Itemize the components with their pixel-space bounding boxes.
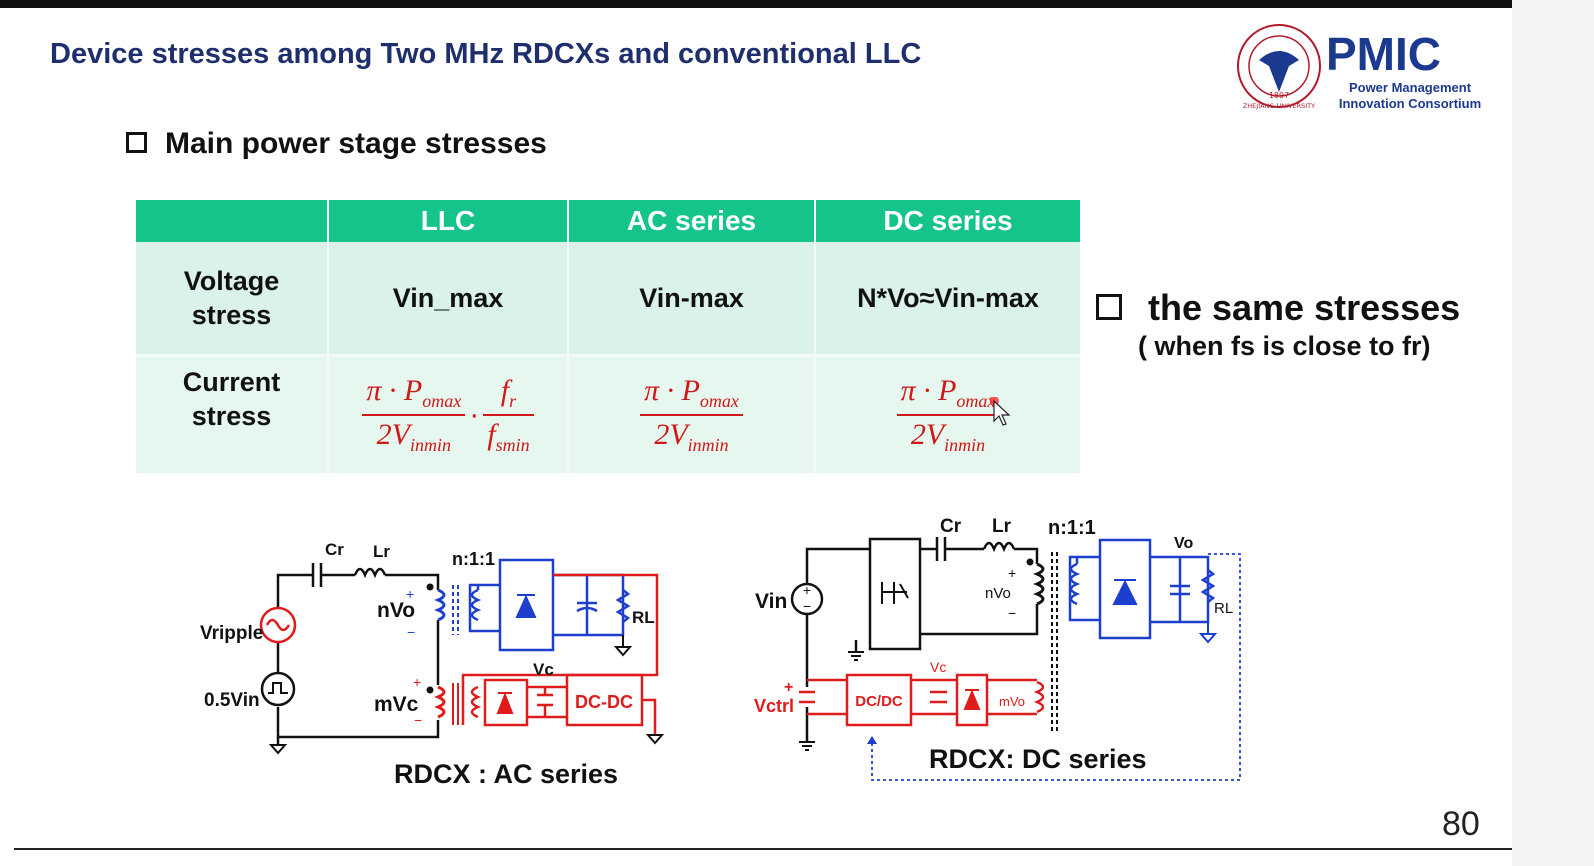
circuit-ac-series: Cr Lr n:1:1 Vripple 0.5Vin nVo + − mVc +… (200, 540, 665, 755)
label-mvo: mVo (999, 694, 1025, 709)
voltage-label-1: Voltage (183, 266, 280, 296)
voltage-label-2: stress (191, 300, 272, 330)
current-ac: π · Pomax 2Vinmin (568, 355, 816, 473)
formula-ac: π · Pomax 2Vinmin (640, 374, 743, 456)
zju-seal-icon: 1897 ZHEJIANG UNIVERSITY (1237, 24, 1321, 110)
label-cr: Cr (940, 516, 962, 537)
label-minus-2: − (414, 712, 422, 728)
slide-title: Device stresses among Two MHz RDCXs and … (50, 38, 922, 70)
svg-text:+: + (803, 582, 811, 598)
bullet-box-icon (1096, 294, 1122, 321)
voltage-ac: Vin-max (568, 242, 816, 357)
bullet-same-note: ( when fs is close to fr) (1138, 331, 1431, 361)
label-cr: Cr (325, 540, 344, 559)
label-plus-1: + (406, 586, 414, 602)
label-mvc: mVc (374, 693, 419, 716)
resistor-rl-icon (615, 589, 631, 623)
tagline-1: Power Management (1349, 80, 1472, 95)
bullet-same-stresses: the same stresses (1096, 287, 1460, 329)
label-vin: Vin (755, 590, 787, 613)
label-rl: RL (1214, 600, 1233, 617)
label-lr: Lr (373, 542, 390, 561)
label-vripple: Vripple (200, 623, 263, 644)
label-nvo: nVo (377, 599, 415, 622)
formula-llc-freq: fr fsmin (483, 374, 534, 456)
square-source-icon (260, 671, 296, 707)
voltage-llc: Vin_max (328, 242, 569, 357)
label-vctrl: Vctrl (754, 696, 794, 716)
table-header-llc: LLC (328, 200, 569, 242)
bullet-same-text: the same stresses (1148, 287, 1461, 328)
ripple-source-icon (259, 606, 297, 644)
vin-source-icon (790, 582, 824, 616)
circuit-dc-series: + − Cr Lr n:1:1 Vin Vo nVo + − RL Vc (754, 516, 1241, 781)
ground-icon (268, 744, 288, 755)
current-label-1: Current (182, 367, 281, 397)
formula-dc: π · Pomax 2Vinmin (896, 374, 1000, 456)
top-bar (0, 0, 1512, 8)
bullet-main-stresses: Main power stage stresses (126, 127, 547, 161)
seal-university: ZHEJIANG UNIVERSITY (1243, 102, 1315, 110)
label-dcdc: DC/DC (855, 693, 903, 710)
bottom-rule (14, 848, 1512, 850)
current-label-2: stress (191, 401, 272, 431)
label-dcdc: DC-DC (575, 692, 633, 712)
table-row-current: Current stress π · Pomax 2Vinmin · fr fs… (136, 355, 1080, 473)
right-margin (1512, 0, 1594, 866)
svg-text:−: − (803, 598, 811, 614)
mosfet-icon (881, 582, 909, 604)
stress-table: LLC AC series DC series Voltage stress V… (136, 200, 1080, 473)
label-rl: RL (632, 608, 655, 627)
seal-year: 1897 (1269, 91, 1289, 100)
pmic-logo: 1897 ZHEJIANG UNIVERSITY PMIC Power Mana… (1237, 24, 1481, 111)
mouse-pointer-icon (990, 397, 1011, 426)
current-llc: π · Pomax 2Vinmin · fr fsmin (328, 355, 569, 473)
bullet-box-icon (126, 131, 147, 153)
bullet-main-text: Main power stage stresses (165, 127, 547, 160)
label-plus-vctrl: + (784, 679, 793, 696)
table-row-voltage: Voltage stress Vin_max Vin-max N*Vo≈Vin-… (136, 242, 1080, 357)
label-nvo: nVo (985, 585, 1011, 602)
tagline-2: Innovation Consortium (1339, 96, 1481, 111)
voltage-label-cell: Voltage stress (136, 242, 329, 357)
resistor-rl-icon (1200, 569, 1216, 603)
table-header-ac-series: AC series (568, 200, 816, 242)
current-dc: π · Pomax 2Vinmin (815, 355, 1080, 473)
label-minus-1: − (407, 624, 415, 640)
label-vo: Vo (1174, 535, 1193, 552)
brand-text: PMIC (1326, 28, 1441, 80)
page-number: 80 (1442, 805, 1480, 843)
caption-dc-series: RDCX: DC series (929, 744, 1147, 774)
label-minus: − (1008, 605, 1016, 621)
voltage-dc: N*Vo≈Vin-max (815, 242, 1080, 357)
label-plus-2: + (413, 674, 421, 690)
label-vc: Vc (930, 659, 946, 675)
diode-icon (515, 594, 537, 618)
caption-ac-series: RDCX : AC series (394, 759, 619, 789)
label-lr: Lr (992, 516, 1012, 537)
label-half-vin: 0.5Vin (204, 690, 260, 711)
label-ratio: n:1:1 (1048, 517, 1096, 539)
label-plus: + (1008, 565, 1016, 581)
label-vc: Vc (533, 660, 554, 679)
table-header-dc-series: DC series (815, 200, 1080, 242)
table-header-empty (136, 200, 329, 242)
label-ratio: n:1:1 (452, 549, 495, 569)
formula-llc-main: π · Pomax 2Vinmin (362, 374, 466, 456)
current-label-cell: Current stress (136, 355, 329, 473)
